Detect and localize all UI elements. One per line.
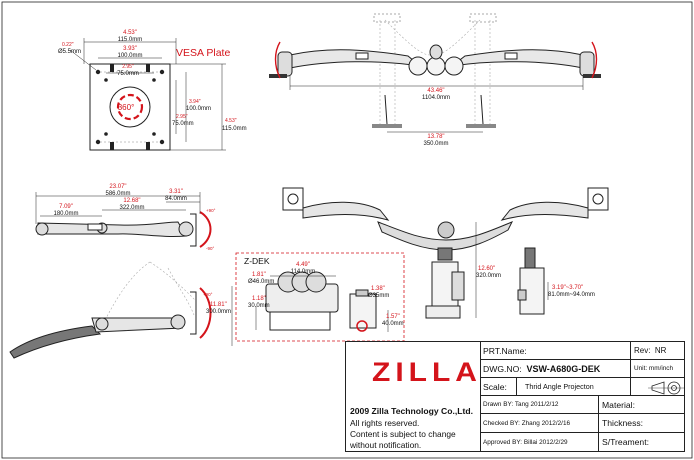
approved-by: Approved BY: Billai 2012/2/29 — [483, 438, 568, 446]
vesa-height-inner-mm: 100.0mm — [186, 106, 211, 112]
dwg-no-value: VSW-A680G-DEK — [526, 363, 601, 374]
zilla-logo: ZILLA — [372, 357, 482, 388]
top-span-mm: 1104.0mm — [422, 95, 450, 101]
row-checked-by: Checked BY: Zhang 2012/2/16 Thickness: — [480, 414, 684, 433]
rev-cell: Rev: NR — [630, 342, 684, 359]
rev-label: Rev: — [634, 346, 651, 355]
arm-seg1-in: 7.09" — [59, 204, 73, 210]
clamp-view — [517, 247, 549, 315]
zdek-d2-mm: Ø35mm — [368, 293, 389, 299]
arm-seg2-mm: 322.0mm — [119, 205, 144, 211]
clamp-range-mm: 81.0mm~94.0mm — [548, 292, 595, 298]
vesa-plate-view — [69, 38, 226, 151]
third-angle-projection-symbol — [648, 381, 684, 395]
front-view — [282, 187, 609, 319]
arm-total-mm: 586.0mm — [105, 191, 130, 197]
zdek-width-mm: 114.0mm — [291, 269, 316, 275]
clamp-range-in: 3.19"~3.70" — [552, 285, 583, 291]
arm-tilt-up: +90° — [206, 208, 216, 213]
zdek-h1-mm: 30.0mm — [248, 303, 270, 309]
scale-label: Scale: — [483, 381, 507, 392]
note-line-1: All rights reserved. — [350, 418, 420, 428]
zdek-h2-in: 1.57" — [386, 314, 400, 320]
zdek-h1-in: 1.18" — [252, 296, 266, 302]
note-line-3: without notification. — [350, 440, 422, 450]
vesa-width-small-mm: 75.0mm — [117, 71, 139, 77]
checked-by: Checked BY: Zhang 2012/2/16 — [483, 419, 571, 427]
arm-seg1-mm: 180.0mm — [53, 211, 78, 217]
lift-height-in: 11.81" — [210, 302, 227, 308]
arm-tip-mm: 84.0mm — [165, 196, 187, 202]
vesa-width-outer-in: 4.53" — [123, 30, 137, 36]
vesa-hole-in: 0.22" — [62, 42, 74, 48]
projection-label: Thrid Angle Projecton — [516, 378, 630, 395]
lift-view — [9, 261, 233, 359]
dwg-no-cell: DWG.NO: VSW-A680G-DEK — [480, 360, 630, 377]
vesa-height-outer-in: 4.53" — [225, 118, 237, 124]
vesa-height-small-in: 2.95" — [176, 114, 188, 120]
zdek-width-in: 4.49" — [296, 262, 310, 268]
note-line-2: Content is subject to change — [350, 429, 456, 439]
front-height-mm: 320.0mm — [476, 273, 501, 279]
vesa-rotation: 360° — [118, 103, 135, 112]
row-dwg-no: DWG.NO: VSW-A680G-DEK Unit: mm/inch — [480, 360, 684, 378]
lift-tilt: +90° — [203, 292, 213, 297]
top-view — [269, 13, 601, 133]
row-drawn-by: Drawn BY: Tang 2011/2/12 Material: — [480, 396, 684, 414]
arm-total-in: 23.07" — [109, 184, 126, 190]
vesa-height-small-mm: 75.0mm — [172, 121, 194, 127]
zdek-d1-mm: Ø46.0mm — [248, 279, 274, 285]
vesa-height-inner-in: 3.94" — [189, 99, 201, 105]
top-pole-in: 13.78" — [427, 134, 444, 140]
dwg-no-label: DWG.NO: — [483, 363, 522, 374]
prt-name-label: PRT.Name: — [483, 345, 527, 356]
drawn-by: Drawn BY: Tang 2011/2/12 — [483, 401, 559, 408]
arm-seg2-in: 12.68" — [123, 198, 140, 204]
top-pole-mm: 350.0mm — [423, 141, 448, 147]
vesa-width-outer-mm: 115.0mm — [118, 37, 143, 43]
title-block: ZILLA 2009 Zilla Technology Co.,Ltd. All… — [345, 341, 685, 452]
top-span-in: 43.46" — [427, 88, 444, 94]
vesa-hole-mm: Ø5.5mm — [58, 49, 81, 55]
thickness-label: Thickness: — [598, 414, 684, 432]
arm-tilt-down: -90° — [206, 246, 215, 251]
lift-height-mm: 300.0mm — [206, 309, 231, 315]
zdek-title: Z-DEK — [244, 256, 270, 266]
row-scale: Scale: Thrid Angle Projecton — [480, 378, 684, 396]
treatment-label: S/Treament: — [598, 433, 684, 451]
row-approved-by: Approved BY: Billai 2012/2/29 S/Treament… — [480, 433, 684, 451]
zdek-d1-in: 1.81" — [252, 272, 266, 278]
side-arm-view — [35, 192, 212, 248]
arm-tip-in: 3.31" — [169, 189, 183, 195]
zdek-d2-in: 1.38" — [371, 286, 385, 292]
row-prt-name: PRT.Name: Rev: NR — [480, 342, 684, 360]
company-name: 2009 Zilla Technology Co.,Ltd. — [350, 406, 474, 416]
vesa-width-inner-mm: 100.0mm — [117, 53, 142, 59]
vesa-width-small-in: 2.95" — [122, 64, 134, 70]
vesa-plate-title: VESA Plate — [176, 47, 230, 59]
vesa-width-inner-in: 3.93" — [123, 46, 137, 52]
zdek-view — [235, 252, 405, 342]
unit-label: Unit: mm/inch — [630, 360, 684, 377]
logo-cell: ZILLA 2009 Zilla Technology Co.,Ltd. All… — [346, 342, 481, 451]
vesa-height-outer-mm: 115.0mm — [222, 126, 247, 132]
zdek-h2-mm: 40.0mm — [382, 321, 404, 327]
front-height-in: 12.60" — [478, 266, 495, 272]
rev-value: NR — [654, 346, 667, 355]
projection-symbol-cell — [630, 378, 684, 395]
material-label: Material: — [598, 396, 684, 413]
